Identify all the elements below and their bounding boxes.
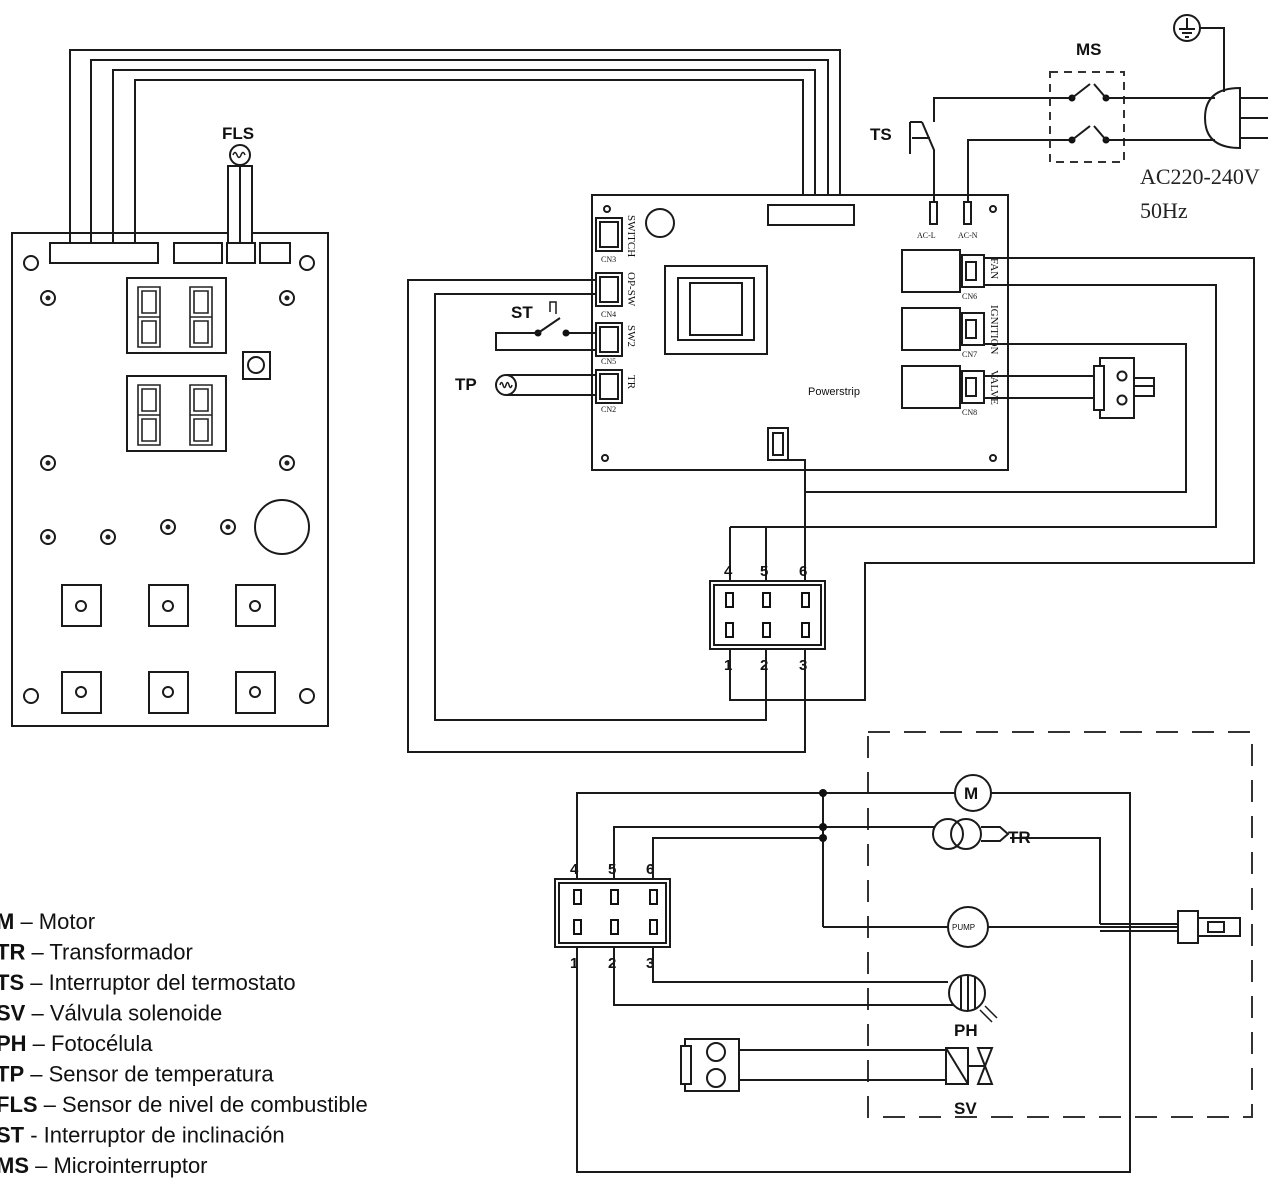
legend-item: SV – Válvula solenoide bbox=[0, 1001, 222, 1026]
svg-text:3: 3 bbox=[646, 955, 654, 972]
ts-label: TS bbox=[870, 125, 892, 144]
opsw-conn-label: OP-SW bbox=[625, 272, 637, 307]
svg-text:PUMP: PUMP bbox=[952, 923, 975, 932]
svg-text:M: M bbox=[964, 784, 978, 803]
igniter bbox=[1177, 910, 1241, 944]
tilt-switch: ST bbox=[495, 301, 596, 351]
legend-item: MS – Microinterruptor bbox=[0, 1153, 208, 1178]
ms-label: MS bbox=[1076, 40, 1102, 59]
tr-label: TR bbox=[1008, 828, 1031, 847]
legend-item: TP – Sensor de temperatura bbox=[0, 1062, 274, 1087]
voltage-label: AC220-240V bbox=[1140, 164, 1260, 189]
svg-text:5: 5 bbox=[608, 861, 616, 878]
fls-label: FLS bbox=[222, 124, 254, 143]
svg-text:CN3: CN3 bbox=[601, 255, 616, 264]
heater-wires bbox=[576, 789, 1180, 1173]
control-panel bbox=[11, 232, 329, 727]
sw2-conn-label: SW2 bbox=[625, 325, 637, 347]
seven-segment-display-lower bbox=[126, 375, 227, 452]
svg-text:1: 1 bbox=[570, 955, 578, 972]
motor: M bbox=[954, 774, 992, 812]
svg-text:6: 6 bbox=[799, 563, 807, 580]
motor-icon bbox=[954, 774, 992, 812]
transformer: TR bbox=[932, 818, 1031, 850]
svg-text:2: 2 bbox=[760, 657, 768, 674]
svg-text:AC-L: AC-L bbox=[917, 231, 936, 240]
legend-item: TR – Transformador bbox=[0, 940, 193, 965]
svg-text:CN8: CN8 bbox=[962, 408, 977, 417]
legend-item: TS – Interruptor del termostato bbox=[0, 970, 296, 995]
buzzer bbox=[254, 499, 310, 555]
right-board-wires bbox=[766, 257, 1255, 701]
legend-item: PH – Fotocélula bbox=[0, 1031, 153, 1056]
sv-label: SV bbox=[954, 1099, 977, 1118]
valve-conn-label: VALVE bbox=[988, 370, 1000, 405]
panel-leds bbox=[40, 290, 295, 545]
svg-text:CN4: CN4 bbox=[601, 310, 616, 319]
svg-text:CN6: CN6 bbox=[962, 292, 977, 301]
svg-text:3: 3 bbox=[799, 657, 807, 674]
legend-item: FLS – Sensor de nivel de combustible bbox=[0, 1092, 368, 1117]
opsw-wires bbox=[407, 279, 806, 753]
thermostat-switch: TS bbox=[870, 97, 1072, 202]
frequency-label: 50Hz bbox=[1140, 198, 1188, 223]
micro-switch: MS bbox=[1049, 40, 1215, 163]
legend: M – Motor TR – Transformador TS – Interrup… bbox=[0, 909, 368, 1178]
svg-text:CN2: CN2 bbox=[601, 405, 616, 414]
ph-label: PH bbox=[954, 1021, 978, 1040]
solenoid-valve: SV bbox=[680, 1038, 994, 1118]
ground-icon bbox=[1173, 14, 1201, 42]
svg-text:CN7: CN7 bbox=[962, 350, 977, 359]
fan-conn-label: FAN bbox=[988, 258, 1000, 279]
svg-text:CN5: CN5 bbox=[601, 357, 616, 366]
photocell: PH bbox=[948, 974, 998, 1040]
powerstrip-label: Powerstrip bbox=[808, 386, 860, 398]
svg-text:2: 2 bbox=[608, 955, 616, 972]
st-label: ST bbox=[511, 303, 533, 322]
svg-text:4: 4 bbox=[724, 563, 733, 580]
fuel-level-sensor: FLS bbox=[222, 124, 254, 244]
svg-text:6: 6 bbox=[646, 861, 654, 878]
legend-item: M – Motor bbox=[0, 909, 95, 934]
pump-icon bbox=[947, 906, 989, 948]
heater-unit-boundary bbox=[867, 731, 1253, 1118]
svg-text:4: 4 bbox=[570, 861, 579, 878]
pump: PUMP bbox=[947, 906, 989, 948]
panel-ribbon-connector bbox=[49, 242, 159, 264]
panel-buttons bbox=[61, 584, 276, 714]
legend-item: ST - Interruptor de inclinación bbox=[0, 1123, 285, 1148]
tr-conn-label: TR bbox=[625, 375, 637, 390]
power-board: Powerstrip SWITCH OP-SW SW2 TR CN3 CN4 C… bbox=[591, 194, 1009, 471]
ignition-conn-label: IGNITION bbox=[988, 305, 1000, 355]
connector-lower: 4 5 6 1 2 3 bbox=[554, 861, 671, 972]
switch-conn-label: SWITCH bbox=[625, 215, 637, 257]
svg-text:1: 1 bbox=[724, 657, 732, 674]
svg-text:AC-N: AC-N bbox=[958, 231, 978, 240]
transformer-icon bbox=[932, 818, 964, 850]
tp-label: TP bbox=[455, 375, 477, 394]
ribbon-cable bbox=[69, 49, 841, 243]
mains-plug: AC220-240V 50Hz bbox=[1140, 14, 1268, 223]
svg-text:5: 5 bbox=[760, 563, 768, 580]
temperature-sensor: TP bbox=[455, 374, 596, 396]
connector-upper: 4 5 6 1 2 3 bbox=[709, 459, 826, 701]
panel-fls-connector bbox=[226, 242, 256, 264]
